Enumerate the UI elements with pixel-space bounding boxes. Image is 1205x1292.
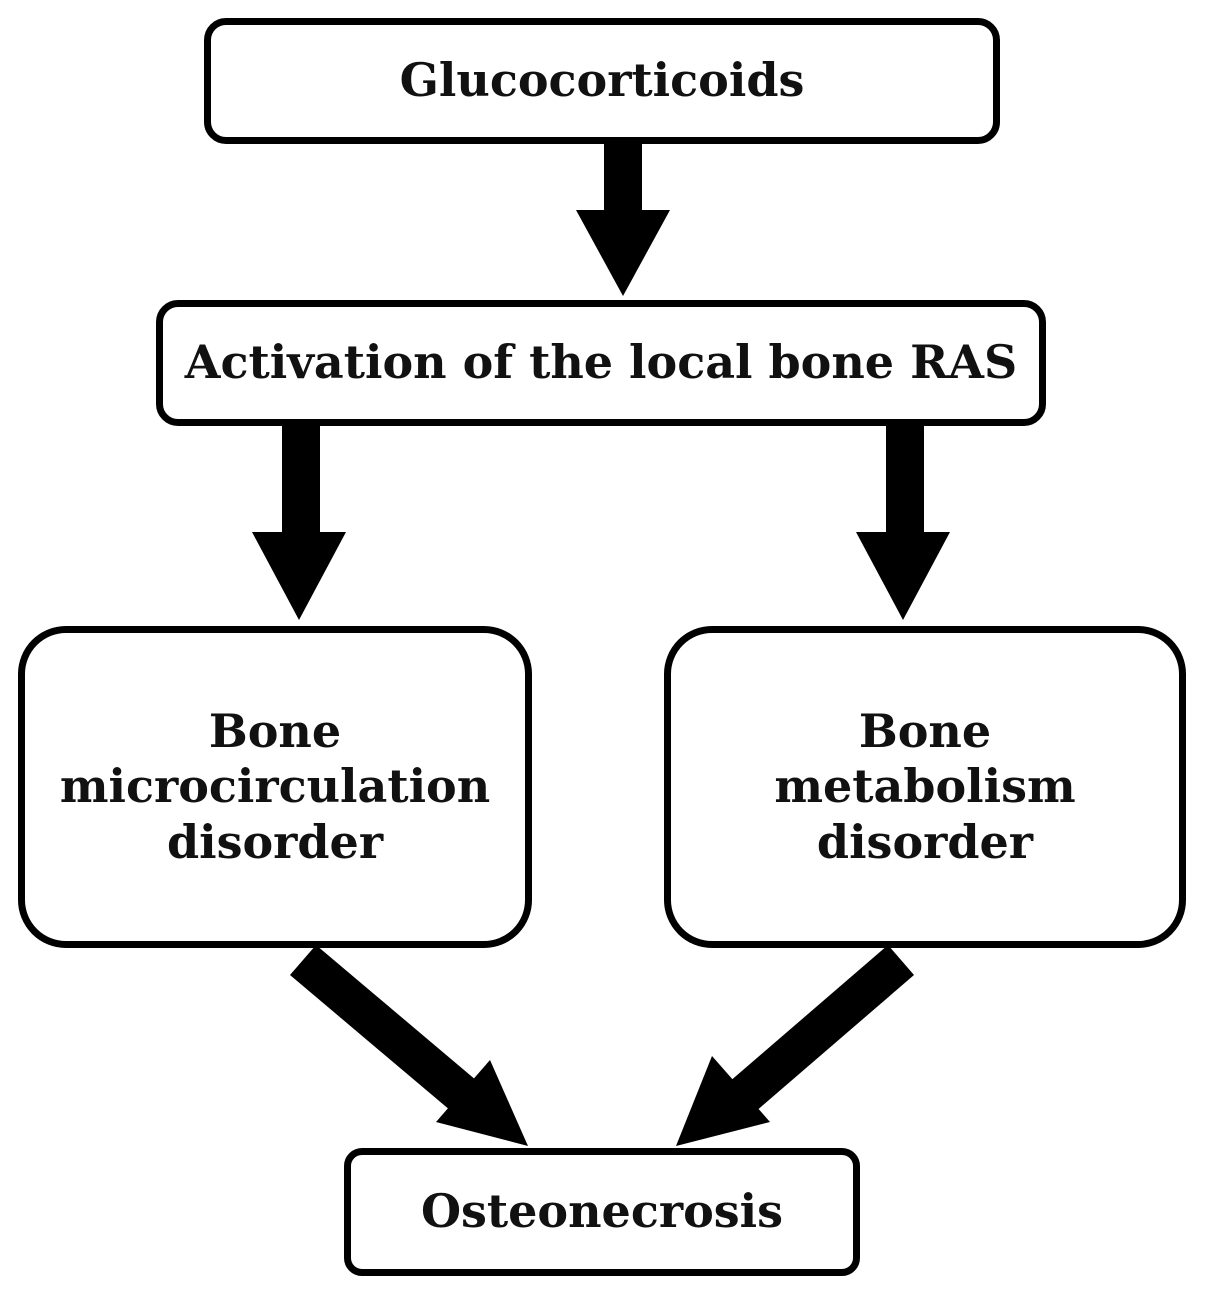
node-metabolism-line-3: disorder [816,814,1034,869]
node-microcirculation-line-1: Bone [208,704,342,759]
node-metabolism-line-2: metabolism [774,759,1076,814]
arrow-metabolism-to-osteonecrosis [676,945,914,1146]
node-ras-activation-label: Activation of the local bone RAS [184,335,1018,390]
node-ras-activation: Activation of the local bone RAS [156,300,1046,426]
node-microcirculation-line-3: disorder [166,814,384,869]
node-glucocorticoids-label: Glucocorticoids [399,53,805,108]
node-bone-microcirculation-disorder: Bone microcirculation disorder [18,626,532,948]
arrow-ras-to-metabolism [856,426,950,620]
arrow-glucocorticoids-to-ras [576,144,670,296]
arrow-ras-to-microcirculation [252,426,346,620]
node-bone-metabolism-disorder: Bone metabolism disorder [664,626,1186,948]
node-microcirculation-line-2: microcirculation [59,759,491,814]
node-osteonecrosis: Osteonecrosis [344,1148,860,1276]
node-metabolism-line-1: Bone [858,704,992,759]
node-glucocorticoids: Glucocorticoids [204,18,1000,144]
node-osteonecrosis-label: Osteonecrosis [420,1184,784,1239]
arrow-microcirculation-to-osteonecrosis [290,945,528,1146]
